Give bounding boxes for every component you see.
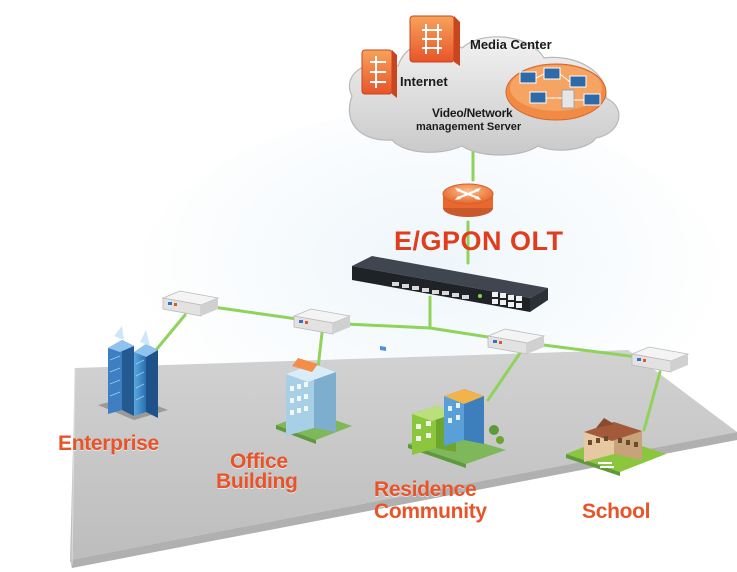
media-center-label: Media Center bbox=[470, 37, 552, 52]
enterprise-label: Enterprise bbox=[58, 432, 159, 455]
residence-building-icon bbox=[408, 389, 506, 468]
onu-enterprise bbox=[161, 290, 220, 317]
server-cluster-icon bbox=[505, 63, 607, 121]
server-label-line1: Video/Network bbox=[432, 106, 513, 120]
server-label-line2: management Server bbox=[416, 121, 522, 133]
onu-device-icon bbox=[161, 290, 690, 373]
onu-residence bbox=[486, 328, 546, 355]
fiber-splitter-bus bbox=[211, 305, 662, 362]
office-building-icon bbox=[276, 358, 352, 444]
fiber-drop-residence bbox=[486, 351, 522, 402]
internet-label: Internet bbox=[400, 74, 448, 89]
olt-title: E/GPON OLT bbox=[394, 226, 564, 256]
firewall-icon bbox=[361, 49, 397, 98]
olt-device-icon bbox=[352, 256, 548, 352]
onu-school bbox=[630, 346, 690, 373]
fiber-drop-office bbox=[316, 331, 324, 370]
office-label-line2: Building bbox=[216, 470, 298, 493]
school-label: School bbox=[582, 500, 651, 523]
residence-label-line2: Community bbox=[374, 500, 487, 523]
fiber-drop-school bbox=[642, 370, 662, 432]
enterprise-building-icon bbox=[98, 326, 168, 420]
media-center-icon bbox=[409, 15, 460, 66]
platform-edge bbox=[70, 432, 737, 568]
onu-office bbox=[292, 308, 352, 335]
router-icon bbox=[442, 183, 494, 217]
school-building-icon bbox=[566, 418, 666, 476]
platform-floor bbox=[70, 350, 737, 560]
residence-label-line1: Residence bbox=[374, 478, 477, 501]
office-label-line1: Office bbox=[230, 450, 288, 473]
platform-left-edge bbox=[71, 367, 76, 566]
